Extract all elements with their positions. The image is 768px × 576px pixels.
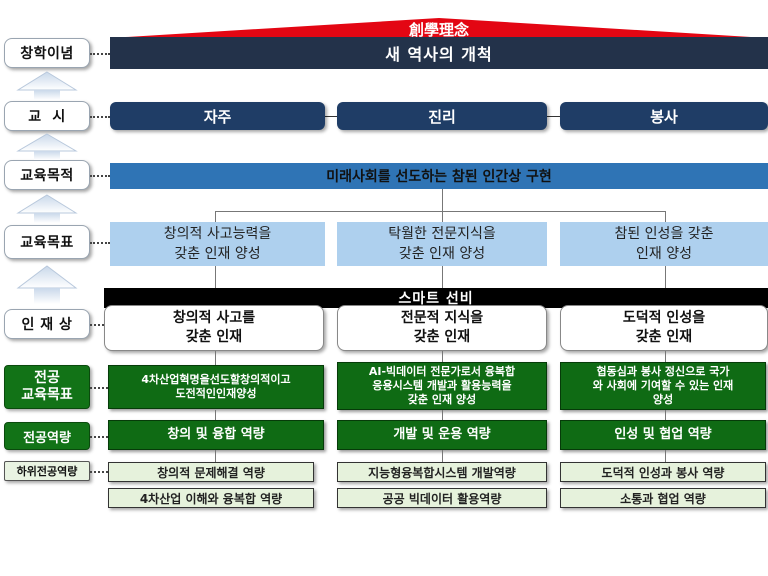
edu-goal-box: 창의적 사고능력을 갖춘 인재 양성 (110, 222, 325, 266)
label-motto: 교 시 (4, 101, 90, 131)
tree-line (442, 450, 443, 462)
major-competency-box: 개발 및 운용 역량 (337, 420, 547, 450)
sub-competency-box: 지능형융복합시스템 개발역량 (337, 462, 547, 482)
tree-line (442, 189, 443, 211)
sub-competency-box: 창의적 문제해결 역량 (108, 462, 314, 482)
sub-competency-box: 도덕적 인성과 봉사 역량 (560, 462, 766, 482)
tree-line (442, 266, 443, 288)
label-edu-purpose: 교육목적 (4, 160, 90, 190)
label-ideal: 인 재 상 (4, 309, 90, 339)
tree-line (215, 266, 216, 288)
tree-line (215, 410, 216, 420)
sub-competency-box: 소통과 협업 역량 (560, 488, 766, 508)
label-major-goal: 전공 교육목표 (4, 365, 90, 409)
tree-line (442, 351, 443, 365)
sub-competency-box: 4차산업 이해와 융복합 역량 (108, 488, 314, 508)
up-arrow-icon (16, 71, 78, 100)
label-sub-competency: 하위전공역량 (4, 461, 90, 481)
label-philosophy: 창학이념 (4, 38, 90, 68)
banner-title: 創學理念 (408, 20, 469, 39)
tree-line (665, 211, 666, 223)
connector-line (90, 471, 108, 473)
connector-line (90, 242, 110, 244)
connector-line (90, 116, 110, 118)
label-edu-goal: 교육목표 (4, 225, 90, 259)
label-major-competency: 전공역량 (4, 422, 90, 450)
major-goal-box: 협동심과 봉사 정신으로 국가 와 사회에 기여할 수 있는 인재 양성 (560, 362, 766, 410)
tree-line (442, 211, 443, 223)
motto-item: 진리 (337, 102, 547, 130)
connector-line (90, 324, 104, 326)
major-competency-box: 창의 및 융합 역량 (108, 420, 324, 450)
connector-line (90, 387, 108, 389)
major-competency-box: 인성 및 협업 역량 (560, 420, 766, 450)
up-arrow-icon (16, 265, 78, 304)
motto-item: 자주 (110, 102, 325, 130)
tree-line (215, 351, 216, 365)
connector-line (90, 436, 108, 438)
sub-competency-box: 공공 빅데이터 활용역량 (337, 488, 547, 508)
banner-triangle (110, 18, 768, 38)
motto-item: 봉사 (560, 102, 768, 130)
up-arrow-icon (16, 194, 78, 223)
tree-line (665, 450, 666, 462)
connector-line (90, 175, 110, 177)
tree-line (665, 266, 666, 288)
banner-subtitle: 새 역사의 개척 (110, 37, 768, 69)
ideal-box: 도덕적 인성을 갖춘 인재 (560, 305, 768, 351)
tree-line (442, 410, 443, 420)
tree-line (665, 410, 666, 420)
edu-purpose-bar: 미래사회를 선도하는 참된 인간상 구현 (110, 163, 768, 189)
edu-goal-box: 탁월한 전문지식을 갖춘 인재 양성 (337, 222, 547, 266)
connector-line (90, 53, 110, 55)
tree-line (215, 211, 216, 223)
ideal-box: 전문적 지식을 갖춘 인재 (337, 305, 547, 351)
ideal-box: 창의적 사고를 갖춘 인재 (104, 305, 324, 351)
major-goal-box: AI-빅데이터 전문가로서 융복합 응용시스템 개발과 활용능력을 갖춘 인재 … (337, 362, 547, 410)
tree-line (665, 351, 666, 365)
tree-line (215, 211, 665, 212)
edu-goal-box: 참된 인성을 갖춘 인재 양성 (560, 222, 768, 266)
major-goal-box: 4차산업혁명을선도할창의적이고 도전적인인재양성 (108, 365, 324, 409)
tree-line (215, 450, 216, 462)
smart-bar: 스마트 선비 (104, 288, 768, 308)
up-arrow-icon (16, 133, 78, 160)
